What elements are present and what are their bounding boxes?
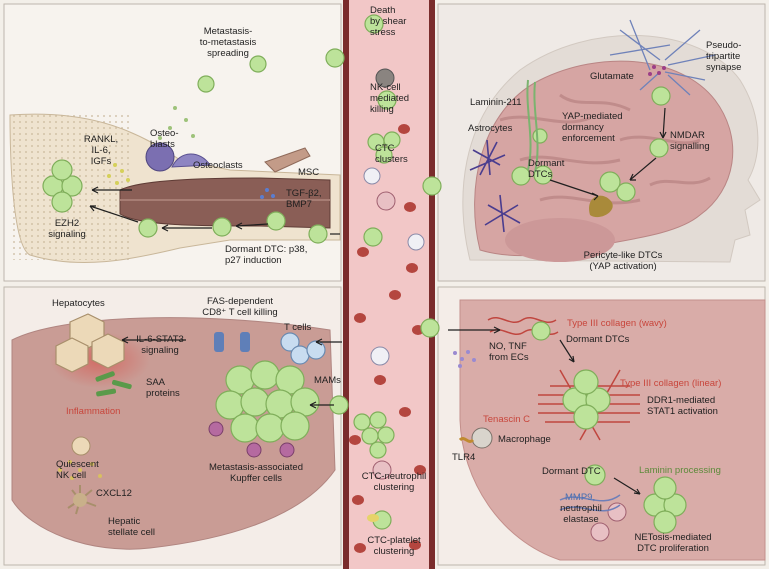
label-cxcl12: CXCL12 xyxy=(96,488,132,499)
label-dormant-dtcs-lung: Dormant DTCs xyxy=(566,334,630,345)
label-hepatocytes: Hepatocytes xyxy=(52,298,105,309)
label-laminin-processing: Laminin processing xyxy=(639,465,721,476)
label-msc: MSC xyxy=(298,167,320,178)
label-rankl: RANKL, IL-6, IGFs xyxy=(83,134,119,167)
platelet xyxy=(367,514,379,522)
label-saa: SAA proteins xyxy=(146,377,180,399)
vessel-wall-left xyxy=(343,0,349,569)
label-ctc-platelet: CTC-platelet clustering xyxy=(367,535,421,557)
neutrophil xyxy=(376,191,396,211)
stellate-cell-body xyxy=(73,493,87,507)
kupffer-cells xyxy=(208,421,295,458)
label-laminin: Laminin-211 xyxy=(470,97,522,108)
net-fibers xyxy=(559,494,621,512)
arrows xyxy=(89,107,667,495)
label-ddr1: DDR1-mediated STAT1 activation xyxy=(647,395,718,417)
label-pseudo-synapse: Pseudo- tripartite synapse xyxy=(706,40,742,73)
label-nmdar: NMDAR signalling xyxy=(670,130,710,152)
nk-cell xyxy=(375,68,395,88)
cerebellum xyxy=(505,218,615,262)
label-tlr4: TLR4 xyxy=(452,452,476,463)
label-kupffer: Metastasis-associated Kupffer cells xyxy=(209,462,303,484)
label-pericyte: Pericyte-like DTCs (YAP activation) xyxy=(583,250,663,272)
label-osteoblasts: Osteo- blasts xyxy=(150,128,179,150)
hepatocytes xyxy=(55,313,125,373)
clustered-neutrophil xyxy=(372,460,392,480)
macrophage xyxy=(471,427,493,449)
vessel-wall-right xyxy=(429,0,435,569)
label-yap-dormancy: YAP-mediated dormancy enforcement xyxy=(562,111,623,144)
lung-tumor-cells xyxy=(531,321,687,534)
label-mams: MAMs xyxy=(314,375,341,386)
label-metastasis-spreading: Metastasis- to-metastasis spreading xyxy=(199,26,257,59)
laminin-fibers xyxy=(526,79,539,173)
secreted-dots xyxy=(158,106,195,140)
msc-cell xyxy=(264,147,311,173)
pericyte-dtc xyxy=(589,195,613,218)
label-ezh2: EZH2 signaling xyxy=(48,218,86,240)
quiescent-nk-cell xyxy=(71,436,91,456)
label-tgf: TGF-β2, BMP7 xyxy=(286,188,322,210)
label-neutrophil-elastase: neutrophil elastase xyxy=(560,503,602,525)
label-inflammation: Inflammation xyxy=(66,406,121,417)
label-quiescent-nk: Quiescent NK cell xyxy=(56,459,99,481)
osteoblast xyxy=(145,142,175,172)
fas-killing-cells xyxy=(214,332,250,352)
label-t-cells: T cells xyxy=(284,322,312,333)
tgf-dots xyxy=(260,188,275,199)
label-stellate: Hepatic stellate cell xyxy=(108,516,155,538)
label-collagen-linear: Type III collagen (linear) xyxy=(620,378,722,389)
no-tnf-dots xyxy=(453,350,476,368)
extravasating-cells xyxy=(325,48,442,415)
label-no-tnf: NO, TNF from ECs xyxy=(489,341,529,363)
label-glutamate: Glutamate xyxy=(590,71,634,82)
astrocytes xyxy=(469,139,521,233)
osteoclast xyxy=(171,153,211,168)
label-collagen-wavy: Type III collagen (wavy) xyxy=(567,318,667,329)
liver-metastasis xyxy=(215,360,320,443)
brain-tumor-cells xyxy=(511,86,671,202)
rankl-dots xyxy=(107,163,130,185)
saa-proteins xyxy=(95,371,132,397)
lung-organ xyxy=(459,299,766,561)
bone-tumor-cells xyxy=(42,55,328,244)
label-dormant-dtcs-brain: Dormant DTCs xyxy=(528,158,565,180)
pseudo-synapse-neurons xyxy=(609,19,716,96)
liver-t-cells xyxy=(280,332,326,365)
label-tenascin: Tenascin C xyxy=(483,414,530,425)
label-dormant-dtc-lung: Dormant DTC xyxy=(542,466,601,477)
label-dormant-dtc-bone: Dormant DTC: p38, p27 induction xyxy=(225,244,308,266)
label-osteoclasts: Osteoclasts xyxy=(193,160,243,171)
label-macrophage: Macrophage xyxy=(498,434,551,445)
white-blood-cells xyxy=(363,167,425,366)
label-fas: FAS-dependent CD8⁺ T cell killing xyxy=(202,296,278,318)
label-mmp9: MMP9, xyxy=(565,492,596,503)
label-ctc-neutrophil: CTC-neutrophil clustering xyxy=(361,471,427,493)
label-death-shear-stress: Death by shear stress xyxy=(370,5,407,38)
label-ctc-clusters: CTC clusters xyxy=(375,143,408,165)
cxcl12-dots xyxy=(58,460,102,480)
label-astrocytes: Astrocytes xyxy=(468,123,513,134)
lung-neutrophils xyxy=(590,502,627,542)
label-netosis: NETosis-mediated DTC proliferation xyxy=(634,532,712,554)
tlr4-receptor xyxy=(458,437,475,443)
glutamate-dots xyxy=(648,65,666,76)
label-nk-killing: NK-cell mediated killing xyxy=(370,82,410,115)
red-blood-cells xyxy=(349,124,426,553)
label-il6-stat3: IL-6-STAT3 signaling xyxy=(136,334,184,356)
